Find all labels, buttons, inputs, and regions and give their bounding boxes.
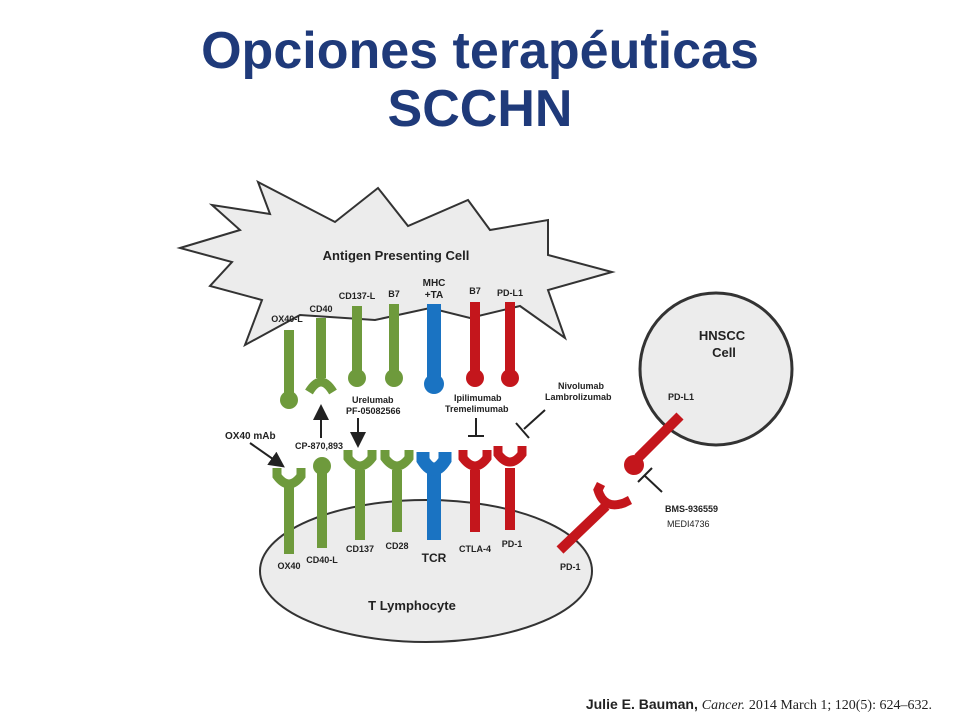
medi4736-label: MEDI4736 [667, 519, 710, 529]
mhc-label-line2: +TA [425, 290, 443, 301]
mhc-ta [424, 304, 444, 394]
cd28-label: CD28 [385, 541, 408, 551]
citation-author: Julie E. Bauman, [585, 696, 698, 712]
mhc-label-line1: MHC [423, 278, 446, 289]
ctla4-label: CTLA-4 [459, 544, 491, 554]
cd137-ligand [348, 306, 366, 387]
lambrolizumab-label: Lambrolizumab [545, 392, 612, 402]
ox40-ligand [280, 330, 298, 409]
slide-title: Opciones terapéuticas SCCHN [0, 22, 960, 138]
citation-journal: Cancer. [701, 698, 745, 713]
hnscc-label-line1: HNSCC [699, 328, 746, 343]
cd137-receptor [343, 450, 377, 540]
ox40-receptor [272, 468, 306, 554]
pdl1-ligand-apc [501, 302, 519, 387]
ox40-label: OX40 [277, 561, 300, 571]
hnscc-label-line2: Cell [712, 345, 736, 360]
cd28-receptor [380, 450, 414, 532]
cd137-label: CD137 [346, 544, 374, 554]
bms936559-label: BMS-936559 [665, 504, 718, 514]
title-line-1: Opciones terapéuticas [201, 22, 759, 80]
pd1-label: PD-1 [502, 539, 523, 549]
title-line-2: SCCHN [387, 80, 573, 138]
pdl1-tumor-label: PD-L1 [668, 392, 694, 402]
t-lymphocyte-shape [259, 499, 593, 643]
tcr-label: TCR [422, 551, 447, 565]
pd1-receptor-tumor-side [556, 481, 633, 554]
b7-ligand-red [466, 302, 484, 387]
cd40-label: CD40 [309, 304, 332, 314]
cd40-receptor-apc [305, 318, 337, 395]
pf05082566-label: PF-05082566 [346, 406, 401, 416]
pdl1-apc-label: PD-L1 [497, 288, 523, 298]
urelumab-label: Urelumab [352, 395, 394, 405]
ipilimumab-inhibit-symbol [468, 418, 484, 437]
pdl1-ligand-tumor [624, 412, 684, 475]
apc-label: Antigen Presenting Cell [323, 248, 470, 263]
bms936559-inhibit-symbol [637, 467, 663, 493]
ox40-mab-label: OX40 mAb [225, 431, 276, 442]
hnscc-cell-shape [638, 291, 794, 447]
pd1-right-label: PD-1 [560, 562, 581, 572]
b7-green-label: B7 [388, 289, 400, 299]
nivolumab-inhibit-symbol [515, 409, 546, 439]
cd40l-label: CD40-L [306, 555, 338, 565]
nivolumab-label: Nivolumab [558, 381, 605, 391]
ox40-mab-arrow [249, 442, 285, 468]
citation-reference: 2014 March 1; 120(5): 624–632. [748, 698, 932, 713]
cp870-label: CP-870,893 [295, 441, 343, 451]
tremelimumab-label: Tremelimumab [445, 404, 509, 414]
cd40-ligand-tcell [313, 457, 331, 548]
ox40l-label: OX40-L [271, 314, 303, 324]
ipilimumab-label: Ipilimumab [454, 393, 502, 403]
citation: Julie E. Bauman, Cancer. 2014 March 1; 1… [586, 696, 932, 714]
ctla4-receptor [458, 450, 492, 532]
b7-red-label: B7 [469, 286, 481, 296]
tcr-receptor [416, 452, 452, 540]
b7-ligand-green [385, 304, 403, 387]
t-lymphocyte-label: T Lymphocyte [368, 598, 456, 613]
pd1-receptor-apc-side [493, 446, 527, 530]
cd137l-label: CD137-L [339, 291, 376, 301]
